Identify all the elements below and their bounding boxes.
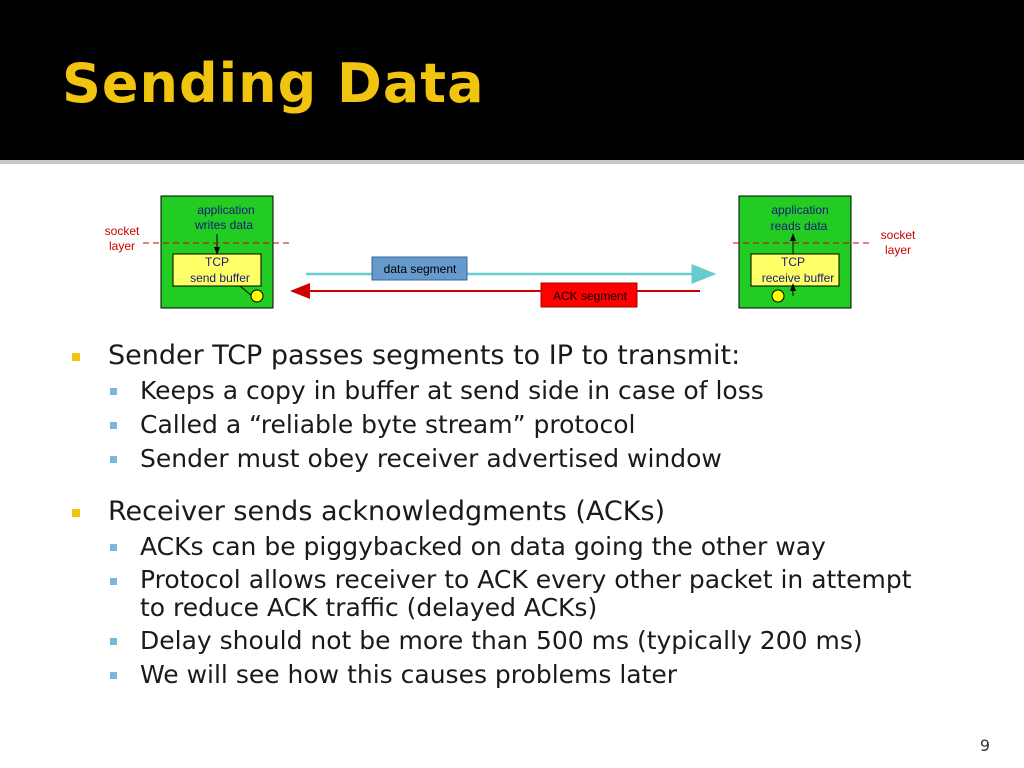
socket-left-label-1: socket [105, 224, 140, 238]
bullet-group-receiver: Receiver sends acknowledgments (ACKs) AC… [70, 496, 1010, 690]
ack-segment-label: ACK segment [553, 289, 628, 303]
page-number: 9 [979, 736, 990, 755]
title-bar [0, 0, 1024, 160]
send-buffer-box [172, 253, 262, 287]
socket-left-label-2: layer [109, 239, 135, 253]
receiver-socket-circle [771, 289, 785, 303]
send-buffer-link [239, 285, 253, 297]
receive-buffer-label-1: TCP [781, 255, 805, 269]
receiver-app-label-1: application [771, 203, 828, 217]
receiver-app-label-2: reads data [771, 219, 828, 233]
sender-socket-circle [250, 289, 264, 303]
sub-bullet-item: ACKs can be piggybacked on data going th… [70, 532, 1010, 562]
data-segment-box [371, 256, 468, 281]
bullet-group-sender: Sender TCP passes segments to IP to tran… [70, 340, 1010, 474]
socket-right-label-2: layer [885, 243, 911, 257]
bullet-item: Sender TCP passes segments to IP to tran… [70, 340, 1010, 372]
sub-bullet-item: Sender must obey receiver advertised win… [70, 444, 1010, 474]
slide-title: Sending Data [62, 52, 485, 115]
ack-segment-box [540, 282, 638, 308]
sender-app-label-1: application [197, 203, 254, 217]
sub-bullet-item: Delay should not be more than 500 ms (ty… [70, 626, 1010, 656]
bullet-item: Receiver sends acknowledgments (ACKs) [70, 496, 1010, 528]
sender-app-label-2: writes data [194, 218, 253, 232]
sub-bullet-item: We will see how this causes problems lat… [70, 660, 1010, 690]
data-segment-label: data segment [384, 262, 457, 276]
send-buffer-label-2: send buffer [190, 271, 250, 285]
socket-right-label-1: socket [881, 228, 916, 242]
tcp-diagram: application writes data TCP send buffer … [105, 195, 916, 309]
sub-bullet-item: Keeps a copy in buffer at send side in c… [70, 376, 1010, 406]
bullet-list: Sender TCP passes segments to IP to tran… [70, 340, 1010, 704]
receive-buffer-box [750, 253, 840, 287]
sub-bullet-item: Called a “reliable byte stream” protocol [70, 410, 1010, 440]
send-buffer-label-1: TCP [205, 255, 229, 269]
sub-bullet-item: Protocol allows receiver to ACK every ot… [70, 566, 940, 622]
receive-buffer-label-2: receive buffer [762, 271, 835, 285]
title-divider [0, 160, 1024, 164]
